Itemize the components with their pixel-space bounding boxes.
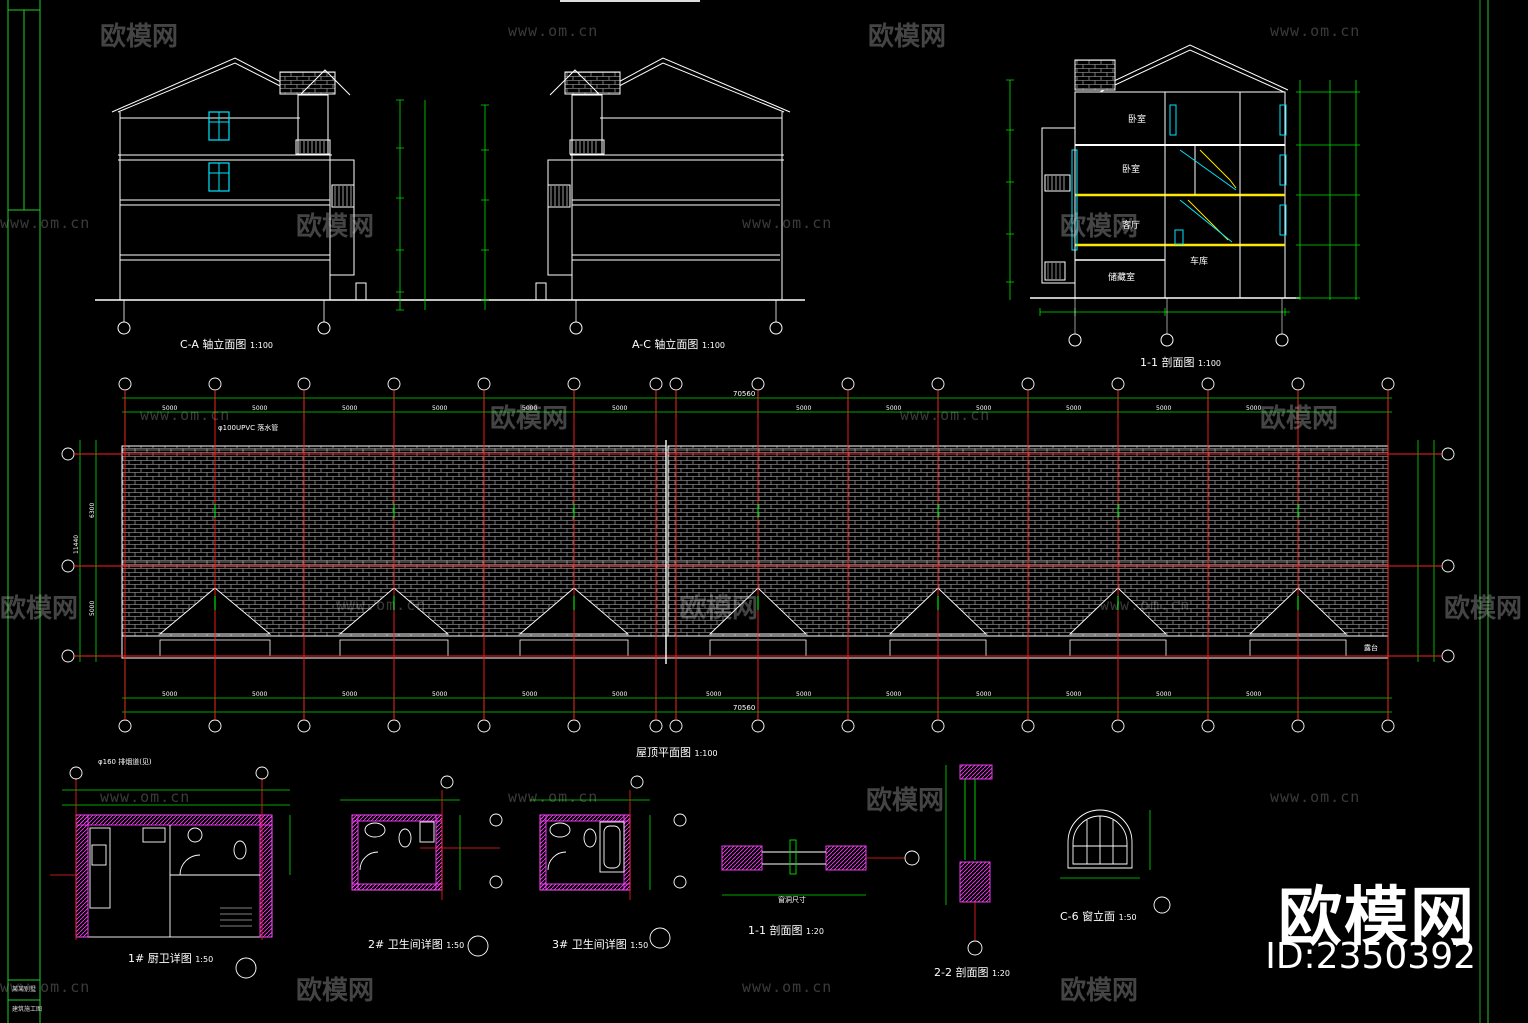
watermark-logo: 欧模网 — [1260, 404, 1339, 434]
title-window-c6: C-6 窗立面 1:50 — [1060, 910, 1137, 923]
watermark-url: www.om.cn — [0, 978, 91, 996]
watermark-logo: 欧模网 — [490, 404, 569, 434]
title-detail-bath-2: 2# 卫生间详图 1:50 — [368, 938, 465, 951]
roof-pipe-note: φ100UPVC 落水管 — [218, 423, 278, 432]
svg-text:5000: 5000 — [976, 691, 991, 698]
title-block-line1: 某某别墅 — [12, 986, 37, 993]
watermark-logo: 欧模网 — [0, 594, 79, 624]
watermark-url: www.om.cn — [1270, 22, 1361, 40]
svg-text:5000: 5000 — [342, 405, 357, 412]
watermark-logo: 欧模网 — [680, 594, 759, 624]
svg-text:5000: 5000 — [1066, 405, 1081, 412]
watermark-logo: 欧模网 — [866, 786, 945, 816]
svg-text:5000: 5000 — [886, 405, 901, 412]
brand-id: ID:2350392 — [1265, 936, 1476, 977]
svg-text:5000: 5000 — [162, 405, 177, 412]
window-hole-size-label: 窗洞尺寸 — [778, 895, 806, 904]
svg-text:5000: 5000 — [522, 405, 537, 412]
detail-window-c6 — [1060, 809, 1171, 914]
dimension-labels-roof: 5000 5000 5000 5000 5000 5000 5000 5000 5000… — [162, 405, 1261, 698]
watermark-url: www.om.cn — [508, 788, 599, 806]
svg-text:5000: 5000 — [796, 691, 811, 698]
roof-plan — [61, 377, 1455, 733]
elevation-c-a — [95, 57, 805, 335]
svg-text:5000: 5000 — [706, 691, 721, 698]
svg-text:5000: 5000 — [976, 405, 991, 412]
detail-section-2-2 — [945, 764, 993, 956]
roof-depth-b: 5000 — [89, 601, 96, 616]
svg-text:5000: 5000 — [886, 691, 901, 698]
svg-text:5000: 5000 — [162, 691, 177, 698]
title-detail-kitchen: 1# 厨卫详图 1:50 — [128, 952, 214, 965]
svg-text:5000: 5000 — [432, 405, 447, 412]
svg-text:5000: 5000 — [252, 405, 267, 412]
watermark-url: www.om.cn — [742, 214, 833, 232]
svg-text:5000: 5000 — [612, 405, 627, 412]
watermark-url: www.om.cn — [508, 22, 599, 40]
svg-text:5000: 5000 — [252, 691, 267, 698]
watermark-url: www.om.cn — [742, 978, 833, 996]
section-1-1 — [1006, 44, 1360, 347]
elevation-a-c — [535, 57, 791, 335]
roof-balcony-label: 露台 — [1364, 643, 1378, 652]
svg-text:5000: 5000 — [796, 405, 811, 412]
room-garage: 车库 — [1190, 255, 1208, 267]
title-block-line2: 建筑施工图 — [12, 1006, 43, 1013]
detail-kitchen-bath — [50, 766, 291, 979]
svg-text:5000: 5000 — [612, 691, 627, 698]
watermark-url: www.om.cn — [900, 406, 991, 424]
watermark-logo: 欧模网 — [296, 212, 375, 242]
svg-text:5000: 5000 — [1246, 405, 1261, 412]
svg-text:5000: 5000 — [1156, 405, 1171, 412]
svg-text:5000: 5000 — [432, 691, 447, 698]
room-living: 客厅 — [1122, 219, 1140, 231]
watermark-url: www.om.cn — [1270, 788, 1361, 806]
svg-text:5000: 5000 — [522, 691, 537, 698]
watermark-logo: 欧模网 — [1444, 594, 1523, 624]
roof-total-length-bottom: 70560 — [733, 704, 755, 712]
title-elevation-a-c: A-C 轴立面图 1:100 — [632, 338, 725, 351]
room-bedroom-mid: 卧室 — [1122, 163, 1140, 175]
watermark-url: www.om.cn — [1100, 596, 1191, 614]
title-elevation-c-a: C-A 轴立面图 1:100 — [180, 338, 273, 351]
detail-bath-3 — [530, 775, 687, 949]
watermark-logo: 欧模网 — [100, 22, 179, 52]
roof-depth-a: 6300 — [89, 503, 96, 518]
title-detail-bath-3: 3# 卫生间详图 1:50 — [552, 938, 649, 951]
roof-depth-total: 11440 — [73, 535, 80, 554]
watermark-url: www.om.cn — [140, 406, 231, 424]
watermark-logo: 欧模网 — [296, 976, 375, 1006]
room-storage: 储藏室 — [1108, 271, 1135, 283]
roof-total-length-top: 70560 — [733, 390, 755, 398]
room-bedroom-top: 卧室 — [1128, 113, 1146, 125]
title-section-1-1: 1-1 剖面图 1:100 — [1140, 356, 1222, 369]
title-roof-plan: 屋顶平面图 1:100 — [636, 746, 718, 759]
watermark-logo: 欧模网 — [868, 22, 947, 52]
svg-text:5000: 5000 — [1066, 691, 1081, 698]
watermark-url: www.om.cn — [0, 214, 91, 232]
svg-text:5000: 5000 — [342, 691, 357, 698]
watermark-url: www.om.cn — [100, 788, 191, 806]
watermark-logo: 欧模网 — [1060, 976, 1139, 1006]
detail-flue-note: φ160 排烟道(见) — [98, 757, 152, 766]
detail-window-section — [721, 839, 920, 896]
watermark-url: www.om.cn — [336, 596, 427, 614]
watermark-logo: 欧模网 — [1060, 212, 1139, 242]
svg-text:5000: 5000 — [1156, 691, 1171, 698]
title-window-section: 1-1 剖面图 1:20 — [748, 924, 824, 937]
svg-text:5000: 5000 — [1246, 691, 1261, 698]
title-section-2-2: 2-2 剖面图 1:20 — [934, 966, 1010, 979]
detail-bath-2 — [340, 775, 503, 957]
brand-logo-text: 欧模网 — [1278, 881, 1476, 955]
